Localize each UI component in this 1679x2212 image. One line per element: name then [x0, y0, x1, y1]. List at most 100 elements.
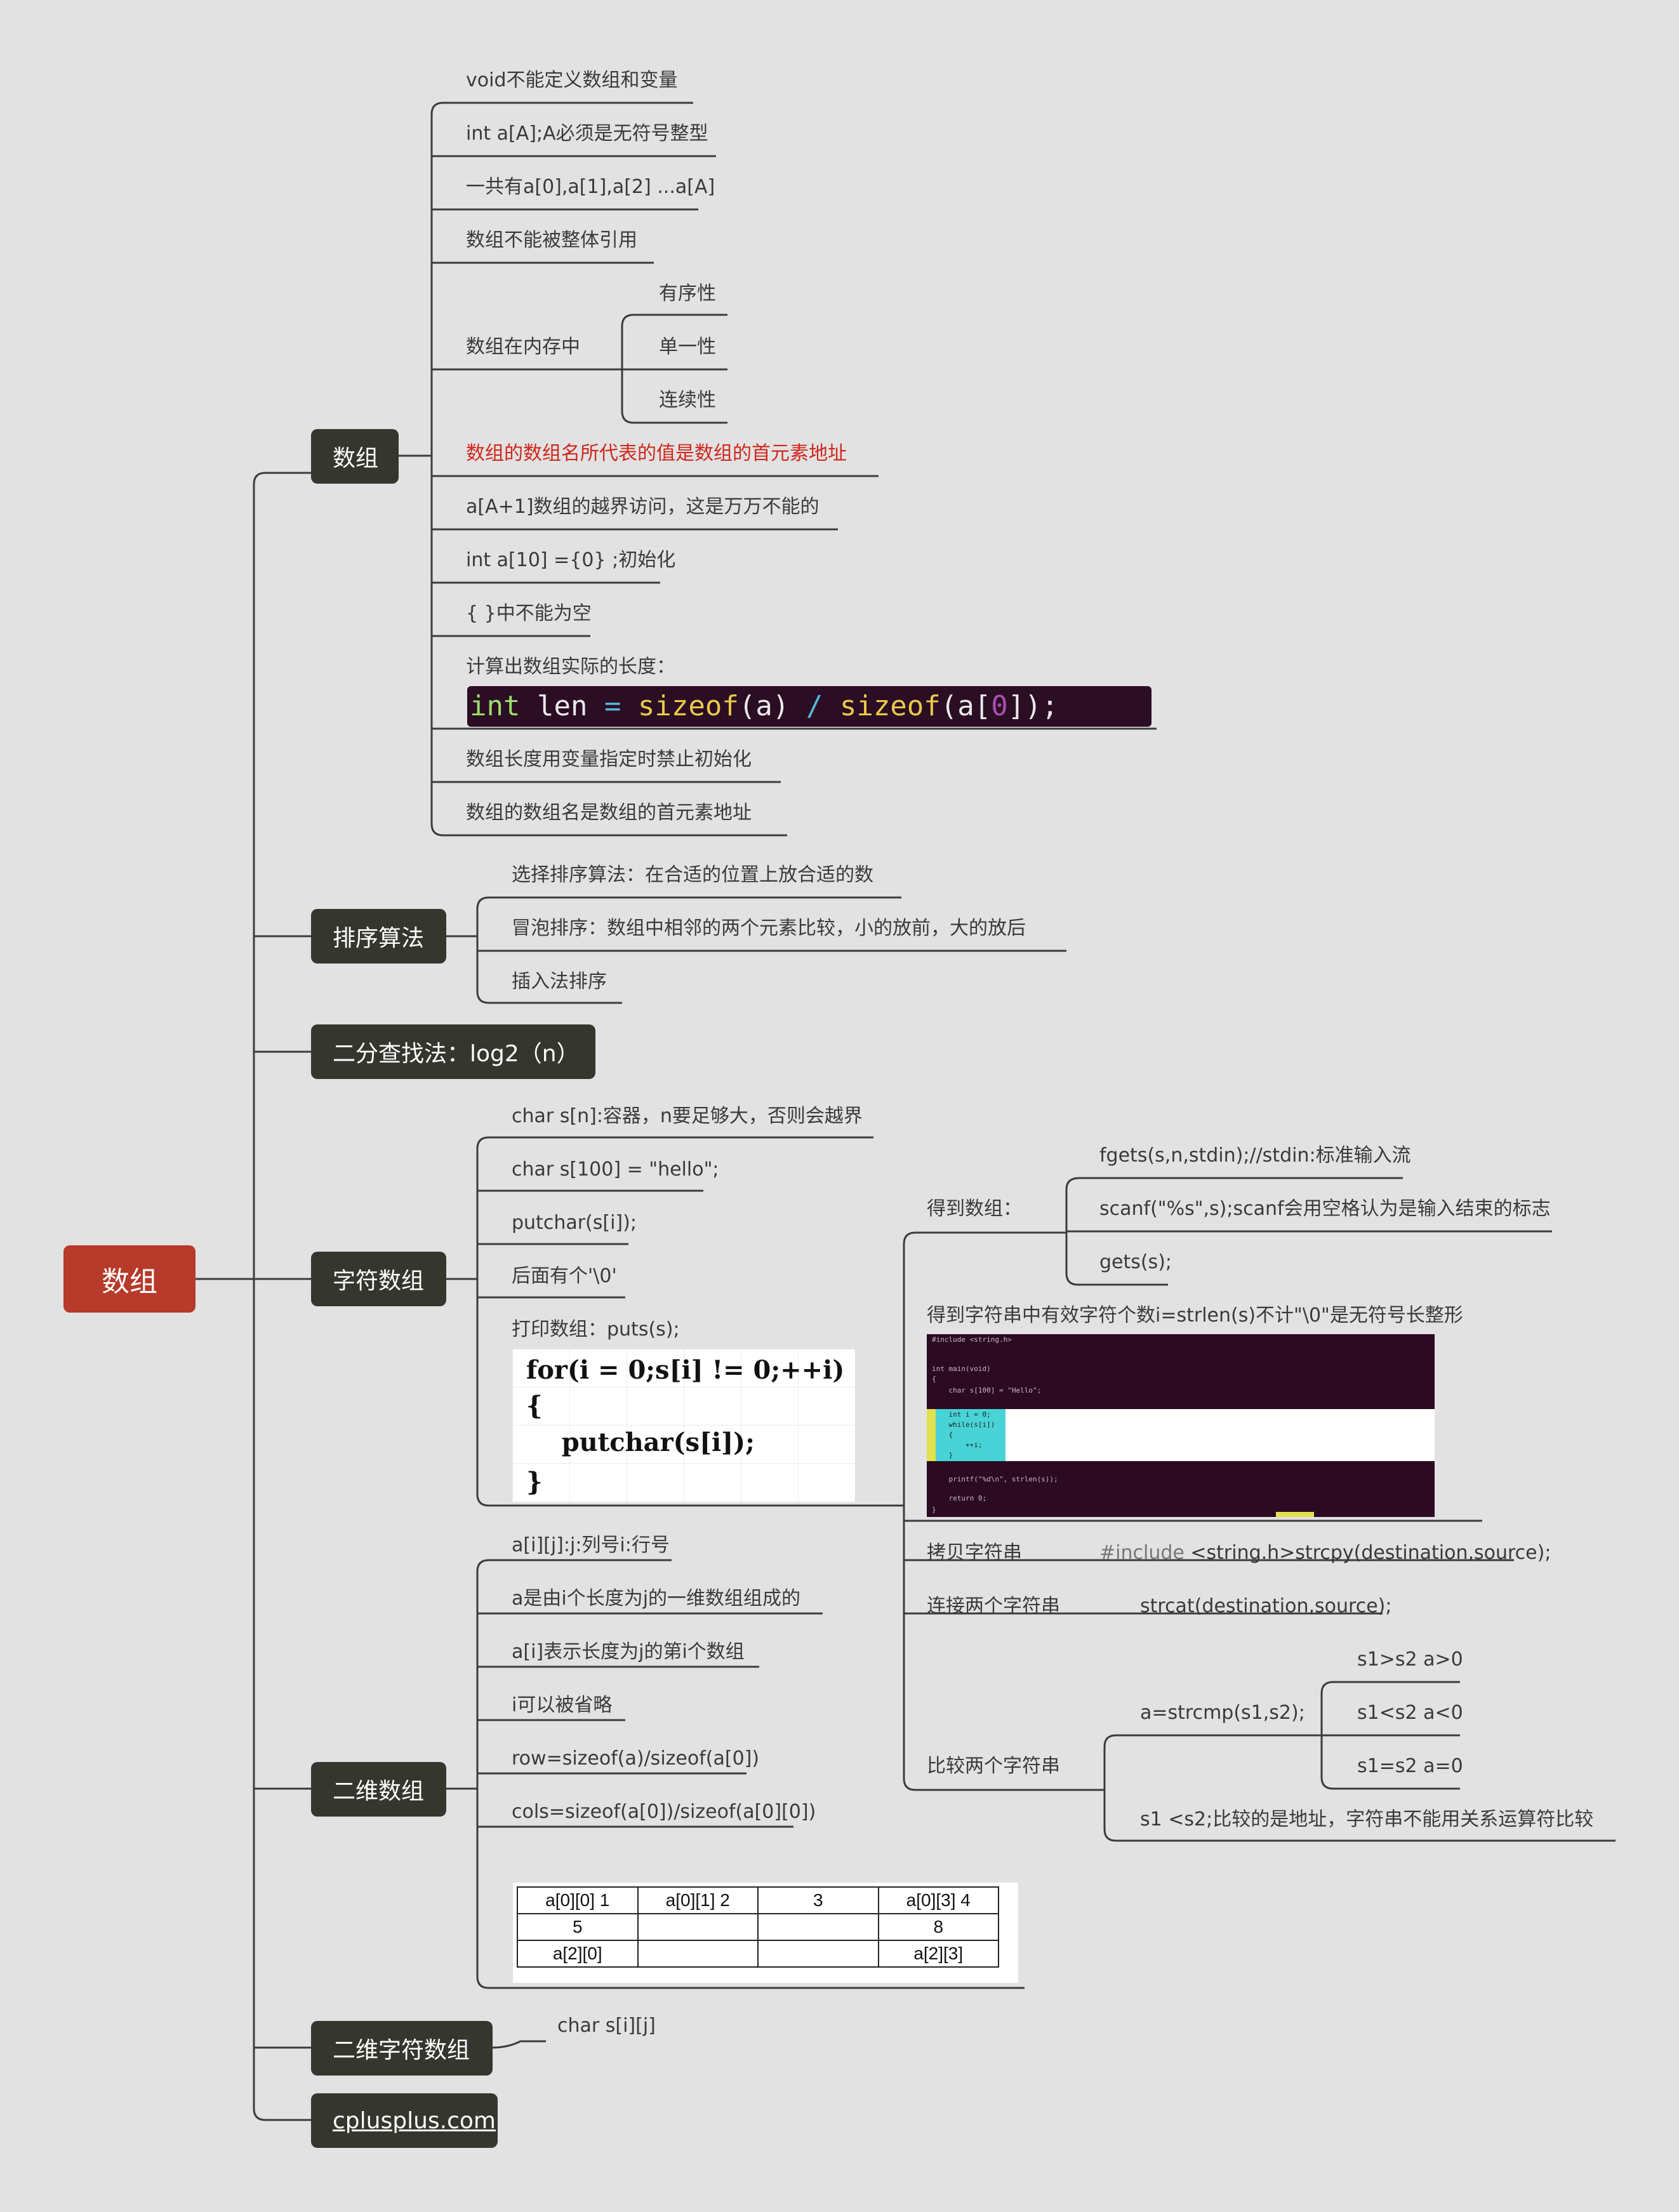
array-item[interactable]: int a[A];A必须是无符号整型 [466, 123, 708, 145]
terminal-line: int main(void) [932, 1365, 991, 1373]
branch-sort[interactable]: 排序算法 [311, 909, 446, 964]
2d-array-item[interactable]: a是由i个长度为j的一维数组组成的 [512, 1587, 801, 1610]
code-keyword: int [470, 690, 521, 722]
terminal-line: } [932, 1506, 936, 1514]
strcmp-case[interactable]: s1>s2 a>0 [1357, 1648, 1463, 1671]
get-array-item[interactable]: scanf("%s",s);scanf会用空格认为是输入结束的标志 [1099, 1198, 1551, 1220]
get-array-item[interactable]: fgets(s,n,stdin);//stdin:标准输入流 [1099, 1144, 1411, 1167]
table-cell: 8 [877, 1913, 999, 1941]
terminal-gutter [927, 1409, 936, 1461]
code-number: 0 [991, 690, 1008, 722]
array-item[interactable]: a[A+1]数组的越界访问，这是万万不能的 [466, 496, 820, 518]
strcmp-note[interactable]: s1 <s2;比较的是地址，字符串不能用关系运算符比较 [1140, 1808, 1594, 1831]
code-arg: (a) [738, 690, 806, 722]
table-cell: a[0][0] 1 [517, 1886, 639, 1914]
table-row: 5 8 [517, 1913, 999, 1941]
table-cell [637, 1940, 759, 1968]
code-arg: ]); [1007, 690, 1059, 722]
branch-binary-search[interactable]: 二分查找法：log2（n） [311, 1024, 595, 1079]
copy-string-value[interactable]: #include <string.h>strcpy(destination,so… [1099, 1540, 1551, 1566]
memory-prop[interactable]: 单一性 [659, 336, 716, 358]
code-arg: (a[ [940, 690, 992, 722]
table-cell [757, 1913, 879, 1941]
terminal-line: { [932, 1431, 953, 1439]
memory-prop[interactable]: 连续性 [659, 389, 716, 411]
code-identifier: len [520, 690, 604, 722]
array-item-memory[interactable]: 数组在内存中 [466, 336, 580, 358]
array-item[interactable]: 一共有a[0],a[1],a[2] ...a[A] [466, 176, 715, 198]
table-row: a[0][0] 1 a[0][1] 2 3 a[0][3] 4 [517, 1886, 999, 1914]
branch-char-array[interactable]: 字符数组 [311, 1252, 446, 1306]
concat-string-value[interactable]: strcat(destination,source); [1140, 1595, 1392, 1617]
get-array-item[interactable]: gets(s); [1099, 1251, 1172, 1273]
table-cell: a[2][3] [877, 1940, 999, 1968]
compare-string-label[interactable]: 比较两个字符串 [927, 1755, 1060, 1777]
memory-prop[interactable]: 有序性 [659, 282, 716, 305]
array-item[interactable]: 数组长度用变量指定时禁止初始化 [466, 748, 752, 771]
sort-item[interactable]: 冒泡排序：数组中相邻的两个元素比较，小的放前，大的放后 [512, 917, 1026, 939]
table-row: a[2][0] a[2][3] [517, 1940, 999, 1968]
array-item[interactable]: void不能定义数组和变量 [466, 69, 678, 91]
sort-item[interactable]: 插入法排序 [512, 970, 607, 993]
table-cell: a[0][1] 2 [637, 1886, 759, 1914]
terminal-line: char s[100] = "Hello"; [932, 1386, 1042, 1394]
code-function: sizeof [621, 690, 739, 722]
copy-string-label[interactable]: 拷贝字符串 [927, 1542, 1022, 1564]
2d-array-item[interactable]: i可以被省略 [512, 1694, 613, 1716]
terminal-line: } [932, 1451, 953, 1459]
sort-item[interactable]: 选择排序算法：在合适的位置上放合适的数 [512, 864, 873, 886]
code-function: sizeof [823, 690, 941, 722]
2d-array-item[interactable]: a[i][j]:j:列号i:行号 [512, 1534, 670, 1556]
2d-array-table-image: a[0][0] 1 a[0][1] 2 3 a[0][3] 4 5 8 a[2]… [513, 1883, 1018, 1983]
array-item[interactable]: 数组的数组名是数组的首元素地址 [466, 802, 752, 824]
array-item[interactable]: int a[10] ={0} ;初始化 [466, 549, 676, 571]
concat-string-label[interactable]: 连接两个字符串 [927, 1595, 1060, 1617]
2d-array-item[interactable]: a[i]表示长度为j的第i个数组 [512, 1641, 745, 1663]
terminal-status-bar [1276, 1512, 1314, 1517]
char-array-print[interactable]: 打印数组：puts(s); [512, 1318, 680, 1341]
terminal-selection [936, 1409, 1005, 1461]
table-cell: a[2][0] [517, 1940, 639, 1968]
strcmp-case[interactable]: s1<s2 a<0 [1357, 1702, 1463, 1724]
2d-array-item[interactable]: cols=sizeof(a[0])/sizeof(a[0][0]) [512, 1801, 816, 1823]
table-cell: 5 [517, 1913, 639, 1941]
array-item[interactable]: { }中不能为空 [466, 602, 592, 625]
terminal-line: return 0; [932, 1494, 987, 1502]
branch-array[interactable]: 数组 [311, 429, 399, 484]
include-keyword: #include [1099, 1542, 1185, 1564]
array-item-length[interactable]: 计算出数组实际的长度： [466, 656, 675, 678]
terminal-screenshot: #include <string.h> int main(void) { cha… [927, 1334, 1435, 1517]
code-line: { [526, 1391, 543, 1421]
branch-2d-array[interactable]: 二维数组 [311, 1762, 446, 1817]
strlen-note[interactable]: 得到字符串中有效字符个数i=strlen(s)不计"\0"是无符号长整形 [927, 1304, 1463, 1327]
root-node[interactable]: 数组 [63, 1245, 196, 1313]
terminal-line: ++i; [932, 1441, 983, 1449]
char-array-item[interactable]: char s[100] = "hello"; [512, 1158, 719, 1181]
2d-array-item[interactable]: row=sizeof(a)/sizeof(a[0]) [512, 1747, 760, 1770]
table-cell [757, 1940, 879, 1968]
terminal-line: while(s[i]) [932, 1421, 995, 1429]
for-loop-code-image: for(i = 0;s[i] != 0;++i) { putchar(s[i])… [512, 1348, 856, 1503]
char-array-item[interactable]: 后面有个'\0' [512, 1265, 617, 1287]
branch-2d-char-array[interactable]: 二维字符数组 [311, 2021, 493, 2076]
table-cell: a[0][3] 4 [877, 1886, 999, 1914]
2d-char-array-item[interactable]: char s[i][j] [557, 2015, 656, 2037]
terminal-line: #include <string.h> [932, 1335, 1012, 1344]
code-line: putchar(s[i]); [526, 1427, 755, 1457]
strcmp-call[interactable]: a=strcmp(s1,s2); [1140, 1702, 1305, 1724]
table-cell [637, 1913, 759, 1941]
array-item[interactable]: 数组不能被整体引用 [466, 229, 637, 251]
cplusplus-link-text[interactable]: cplusplus.com [333, 2107, 496, 2134]
array-item-highlight[interactable]: 数组的数组名所代表的值是数组的首元素地址 [466, 442, 847, 465]
get-array-label[interactable]: 得到数组： [927, 1198, 1022, 1220]
char-array-item[interactable]: char s[n]:容器，n要足够大，否则会越界 [512, 1105, 863, 1127]
branch-cplusplus-link[interactable]: cplusplus.com [311, 2093, 498, 2148]
char-array-item[interactable]: putchar(s[i]); [512, 1212, 637, 1234]
strcmp-case[interactable]: s1=s2 a=0 [1357, 1755, 1463, 1777]
terminal-line: int i = 0; [932, 1410, 991, 1419]
terminal-highlight-band [927, 1409, 1435, 1461]
2d-array-table: a[0][0] 1 a[0][1] 2 3 a[0][3] 4 5 8 a[2]… [517, 1886, 999, 1968]
code-operator: / [806, 690, 823, 722]
code-line: for(i = 0;s[i] != 0;++i) [526, 1355, 845, 1385]
